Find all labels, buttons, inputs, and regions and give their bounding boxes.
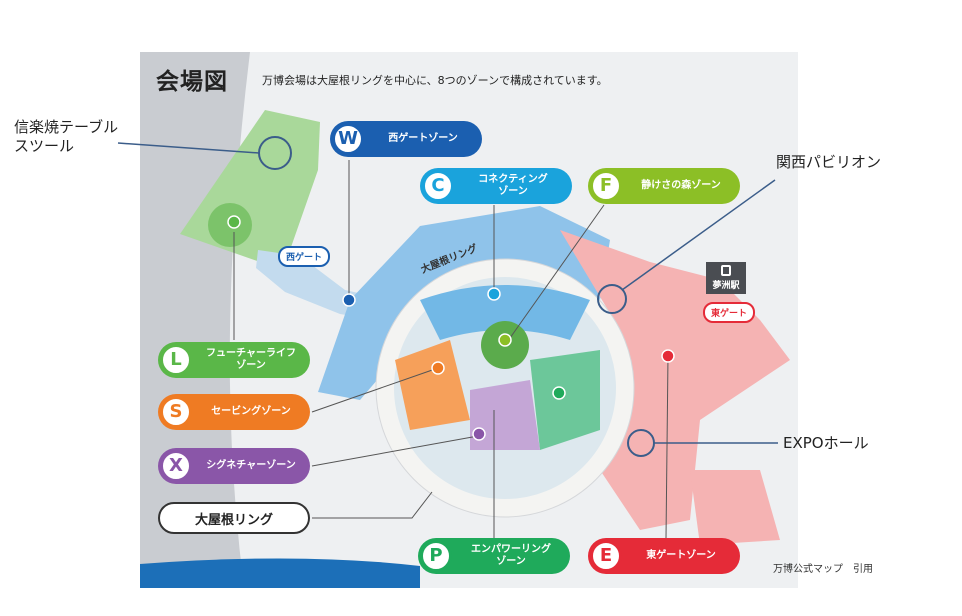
- zone-badge-c: C コネクティング ゾーン: [420, 168, 572, 204]
- zone-label-l: フューチャーライフ ゾーン: [206, 348, 296, 371]
- zone-letter-e: E: [590, 540, 622, 572]
- map-title: 会場図: [156, 69, 228, 95]
- map-subtitle: 万博会場は大屋根リングを中心に、8つのゾーンで構成されています。: [262, 74, 608, 87]
- map-marker-x: [472, 427, 486, 441]
- east-gate-label: 東ゲート: [703, 302, 756, 323]
- train-icon: [721, 265, 731, 276]
- station-label: 夢洲駅: [706, 262, 746, 294]
- ring-leader: [312, 491, 433, 519]
- zone-s-leader: [311, 367, 439, 413]
- zone-label-c: コネクティング ゾーン: [478, 174, 548, 197]
- zone-letter-s: S: [160, 396, 192, 428]
- map-marker-e: [661, 349, 675, 363]
- zone-badge-p: P エンパワーリング ゾーン: [418, 538, 570, 574]
- zone-e-leader: [665, 355, 669, 539]
- ring-badge: 大屋根リング: [158, 502, 310, 534]
- zone-connecting-area: [420, 285, 590, 340]
- kansai-leader-line: [621, 179, 776, 291]
- map-marker-p: [552, 386, 566, 400]
- west-gate-label: 西ゲート: [278, 246, 331, 267]
- zone-label-e: 東ゲートゾーン: [646, 550, 716, 561]
- bay-water: [140, 558, 420, 588]
- shigaraki-callout: 信楽焼テーブル スツール: [14, 118, 119, 155]
- map-marker-f: [498, 333, 512, 347]
- zone-letter-f: F: [590, 170, 622, 202]
- zone-label-w: 西ゲートゾーン: [388, 133, 458, 144]
- zone-letter-c: C: [422, 170, 454, 202]
- map-marker-l: [227, 215, 241, 229]
- zone-letter-x: X: [160, 450, 192, 482]
- zone-saving-area: [395, 340, 470, 430]
- zone-label-f: 静けさの森ゾーン: [641, 180, 721, 191]
- zone-badge-s: S セービングゾーン: [158, 394, 310, 430]
- zone-letter-p: P: [420, 540, 452, 572]
- kansai-pavilion-callout: 関西パビリオン: [776, 153, 882, 171]
- zone-f-leader: [509, 204, 605, 339]
- map-marker-c: [487, 287, 501, 301]
- zone-badge-w: W 西ゲートゾーン: [330, 121, 482, 157]
- map-marker-w: [342, 293, 356, 307]
- zone-label-s: セービングゾーン: [211, 406, 291, 417]
- zone-empowering-area: [530, 350, 600, 450]
- zone-badge-x: X シグネチャーゾーン: [158, 448, 310, 484]
- zone-badge-l: L フューチャーライフ ゾーン: [158, 342, 310, 378]
- source-credit: 万博公式マップ 引用: [773, 564, 873, 575]
- zone-badge-f: F 静けさの森ゾーン: [588, 168, 740, 204]
- map-marker-s: [431, 361, 445, 375]
- zone-badge-e: E 東ゲートゾーン: [588, 538, 740, 574]
- zone-east-pink-area-south: [690, 470, 780, 545]
- kansai-pavilion-marker: [597, 284, 627, 314]
- zone-letter-w: W: [332, 123, 364, 155]
- shigaraki-leader-line: [117, 142, 260, 154]
- zone-label-x: シグネチャーゾーン: [206, 460, 296, 471]
- station-name: 夢洲駅: [712, 281, 740, 291]
- zone-x-leader: [311, 435, 479, 467]
- zone-signature-area: [470, 380, 540, 450]
- zone-letter-l: L: [160, 344, 192, 376]
- grand-ring-outline: [375, 258, 635, 518]
- expo-hall-callout: EXPOホール: [783, 434, 869, 452]
- zone-label-p: エンパワーリング ゾーン: [471, 544, 551, 567]
